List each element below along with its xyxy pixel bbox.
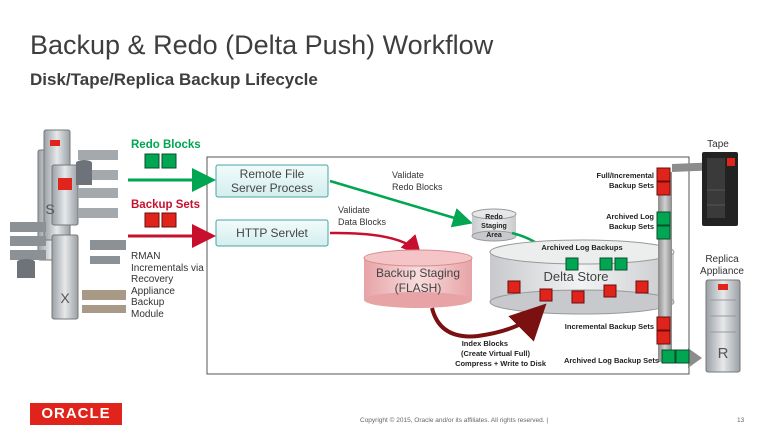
remote-file-server-box (215, 164, 329, 198)
store-backup-block (635, 280, 649, 294)
pipe-redo-block (656, 225, 671, 240)
page-number: 13 (737, 417, 745, 424)
rman-line: RMAN (131, 251, 161, 262)
remote-file-server-label: Remote File (240, 167, 305, 181)
index-blocks-label: Compress + Write to Disk (455, 359, 547, 368)
index-blocks-label: (Create Virtual Full) (461, 349, 531, 358)
oracle-logo: ORACLE (30, 403, 122, 425)
full-incremental-label: Backup Sets (609, 181, 654, 190)
server-letter-s: S (45, 201, 54, 217)
pipe-redo-block (656, 211, 671, 226)
backup-sets-label: Backup Sets (131, 199, 200, 211)
store-backup-block (603, 284, 617, 298)
redo-block (144, 153, 160, 169)
store-redo-block (565, 257, 579, 271)
validate-data-label: Data Blocks (338, 217, 387, 227)
replica-label: Replica (705, 254, 739, 265)
redo-flow-arrow (329, 179, 473, 228)
full-incremental-label: Full/Incremental (596, 171, 654, 180)
pipe-backup-block (656, 330, 671, 345)
backup-staging-cylinder (363, 249, 473, 308)
rman-description: RMAN Incrementals via Recovery Appliance… (131, 251, 204, 320)
rman-line: Backup (131, 297, 165, 308)
http-servlet-box (215, 219, 329, 247)
backup-block (161, 212, 177, 228)
archived-log-backups-label: Archived Log Backups (541, 243, 622, 252)
pipe-backup-block (656, 181, 671, 196)
tape-device-icon (702, 152, 738, 226)
pipe-backup-block (656, 167, 671, 182)
rman-line: Module (131, 308, 164, 320)
rman-line: Incrementals via (131, 262, 204, 274)
data-flow-arrow (329, 231, 422, 256)
validate-redo-label: Redo Blocks (392, 182, 443, 192)
validate-redo-label: Validate (392, 170, 424, 180)
redo-staging-label: Redo (485, 214, 503, 221)
slide-subtitle: Disk/Tape/Replica Backup Lifecycle (30, 70, 318, 89)
rman-line: Appliance (131, 285, 175, 297)
copyright-text: Copyright © 2015, Oracle and/or its affi… (360, 417, 549, 424)
archived-log-label: Backup Sets (609, 222, 654, 231)
index-blocks-label: Index Blocks (462, 339, 508, 348)
slide-title: Backup & Redo (Delta Push) Workflow (30, 30, 494, 60)
pipe-redo-block (675, 349, 690, 364)
backup-block (144, 212, 160, 228)
backup-staging-label: Backup Staging (376, 266, 460, 280)
store-redo-block (614, 257, 628, 271)
replica-appliance-icon (705, 279, 741, 373)
remote-file-server-label: Server Process (231, 181, 313, 195)
redo-staging-label: Area (486, 232, 502, 239)
index-blocks-arrow (430, 303, 547, 342)
replica-label: Appliance (700, 266, 744, 277)
redo-blocks-label: Redo Blocks (131, 139, 201, 151)
redo-staging-cylinder (471, 208, 517, 242)
store-redo-block (599, 257, 613, 271)
store-backup-block (571, 290, 585, 304)
source-servers-icon (10, 129, 126, 320)
rman-line: Recovery (131, 274, 174, 285)
store-backup-block (539, 288, 553, 302)
redo-block (161, 153, 177, 169)
pipe-backup-block (656, 316, 671, 331)
tape-label: Tape (707, 139, 729, 150)
http-servlet-label: HTTP Servlet (236, 226, 308, 240)
validate-data-label: Validate (338, 205, 370, 215)
replica-letter: R (718, 345, 729, 362)
archived-log-sets-label: Archived Log Backup Sets (564, 356, 659, 365)
incremental-sets-label: Incremental Backup Sets (565, 322, 654, 331)
delta-store-label: Delta Store (543, 269, 608, 284)
store-backup-block (507, 280, 521, 294)
pipe-redo-block (661, 349, 676, 364)
workflow-diagram: S X Redo Blocks Backup Sets Remote File … (10, 129, 744, 375)
backup-staging-label: (FLASH) (395, 281, 442, 295)
archived-log-label: Archived Log (606, 212, 654, 221)
redo-staging-label: Staging (481, 223, 507, 230)
server-letter-x: X (60, 290, 70, 306)
